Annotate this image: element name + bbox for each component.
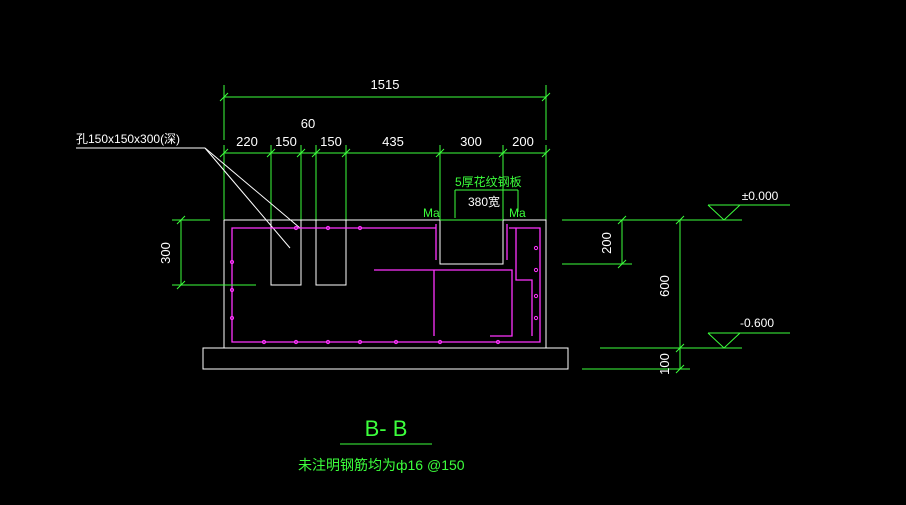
level-marker-top [707, 204, 790, 221]
rebar-dots [229, 225, 539, 345]
slab-depth-label: 200 [599, 232, 614, 254]
section-title: B- B [365, 416, 408, 441]
right-dimensions [562, 215, 742, 374]
plate-leader [454, 189, 519, 218]
hole-note: 孔150x150x300(深) [76, 132, 180, 146]
hole-depth-dimension [172, 215, 256, 290]
segment-dim-220: 220 [236, 134, 258, 149]
plate-note: 5厚花纹钢板 [455, 174, 522, 189]
gap-dim-label: 60 [301, 116, 315, 131]
anchor-left: Ma [423, 206, 440, 220]
segment-dim-150a: 150 [275, 134, 297, 149]
level-marker-bottom [707, 332, 790, 349]
total-depth-label: 600 [657, 275, 672, 297]
level-bottom-label: -0.600 [740, 316, 774, 330]
segment-dim-150b: 150 [320, 134, 342, 149]
anchor-right: Ma [509, 206, 526, 220]
footnote: 未注明钢筋均为ф16 @150 [298, 457, 465, 473]
hole-leader [76, 147, 301, 249]
concrete-outline [202, 219, 569, 370]
level-top-label: ±0.000 [742, 189, 779, 203]
segment-dim-435: 435 [382, 134, 404, 149]
plate-width: 380宽 [468, 194, 500, 209]
overall-dim-label: 1515 [371, 77, 400, 92]
segment-dim-200: 200 [512, 134, 534, 149]
overall-dimension [219, 85, 551, 140]
base-thickness-label: 100 [657, 353, 672, 375]
hole-depth-label: 300 [158, 242, 173, 264]
segment-dim-300: 300 [460, 134, 482, 149]
rebar [231, 224, 541, 343]
